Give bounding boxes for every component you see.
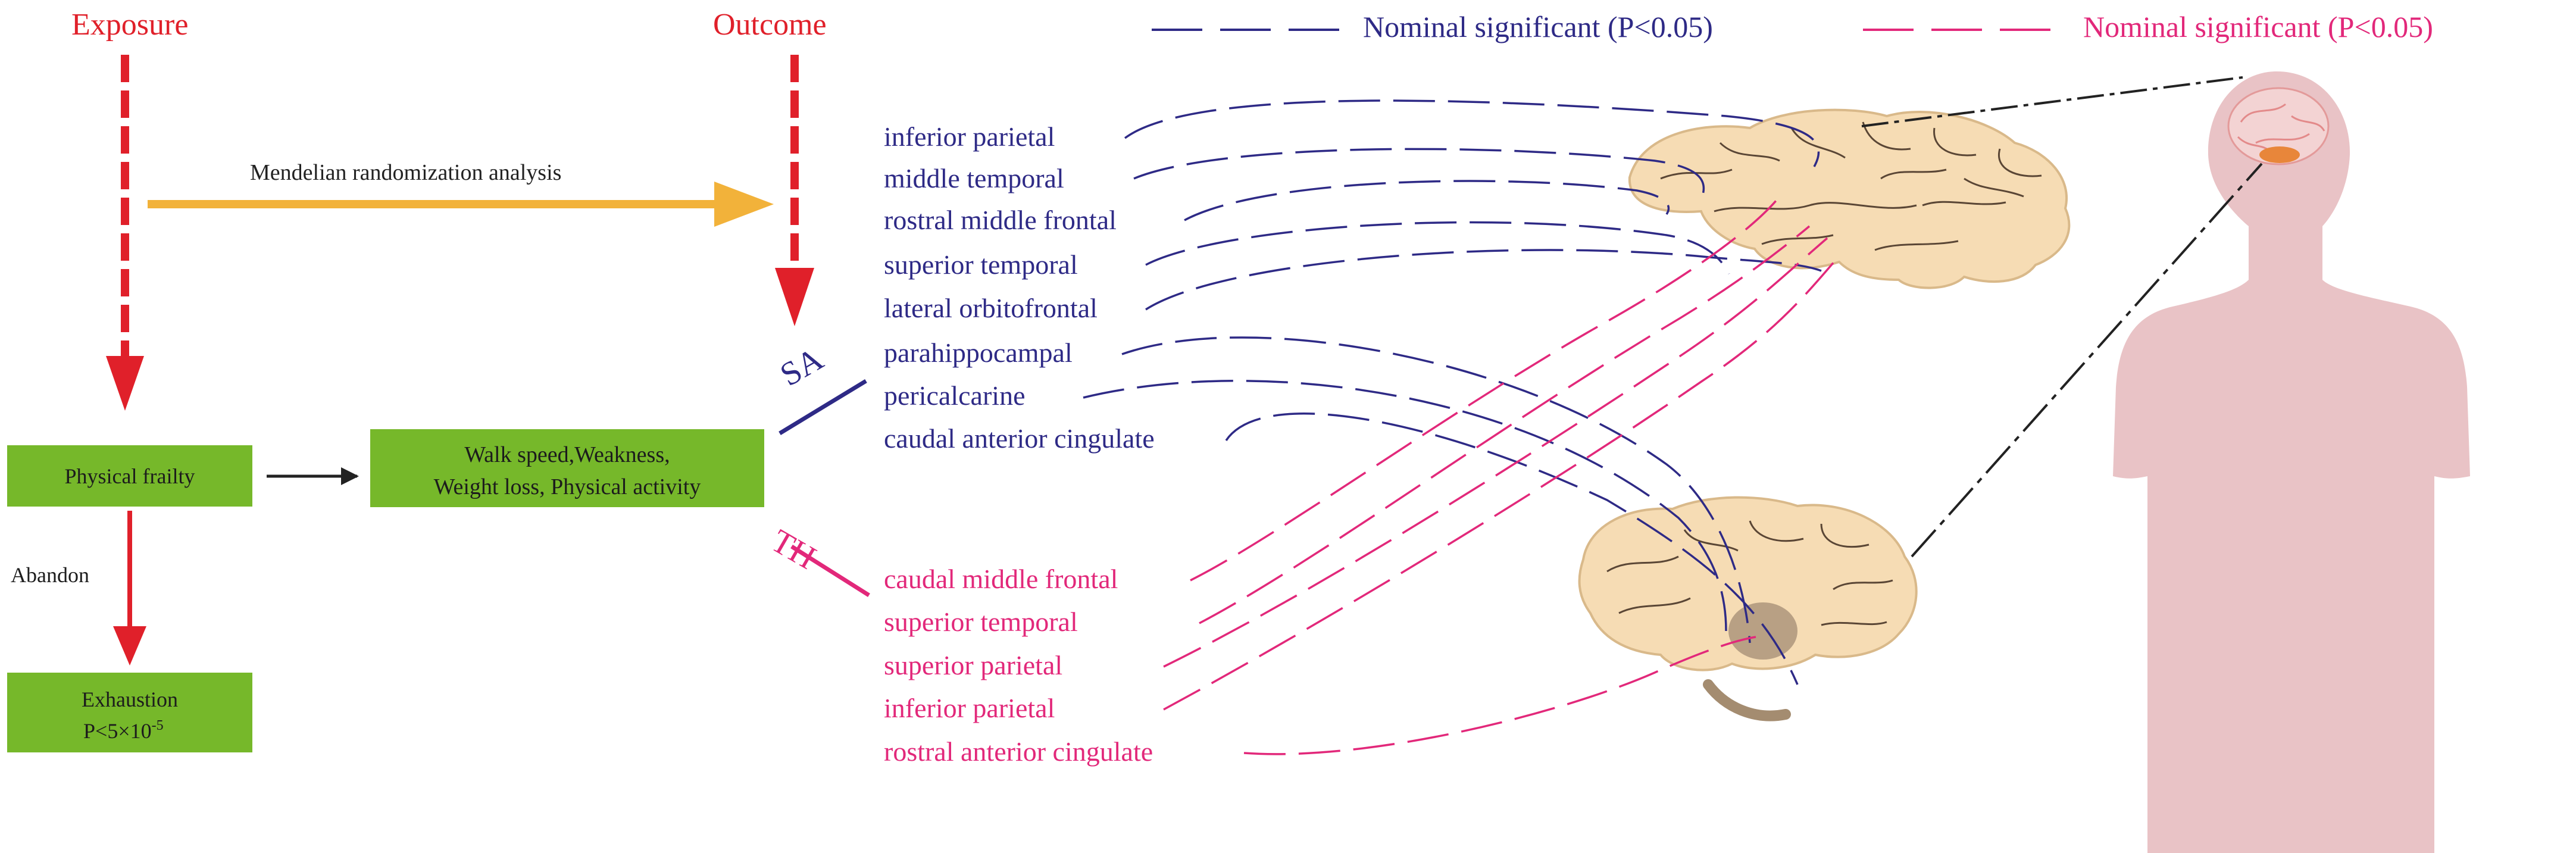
sa-connector-7: [1083, 380, 1727, 632]
th-connector-5: [1243, 636, 1756, 755]
th-region-label-2: superior temporal: [884, 607, 1078, 637]
human-silhouette-icon: [2113, 71, 2470, 853]
sa-region-label-3: rostral middle frontal: [884, 205, 1117, 235]
sa-connector-2: [1133, 148, 1705, 197]
mr-arrowhead: [714, 182, 774, 227]
sa-group-label: SA: [774, 340, 830, 393]
physical-frailty-label: Physical frailty: [65, 464, 195, 488]
abandon-label: Abandon: [11, 563, 89, 587]
th-bracket: [790, 545, 870, 597]
th-connector-4: [1163, 255, 1840, 711]
abandon-arrowhead: [113, 626, 146, 665]
sa-connector-1: [1124, 99, 1820, 167]
outcome-arrowhead: [775, 268, 814, 326]
sa-connector-4: [1145, 221, 1730, 274]
sa-region-labels: inferior parietal middle temporal rostral …: [884, 121, 1155, 454]
th-region-label-5: rostral anterior cingulate: [884, 736, 1153, 767]
leader-line-medial: [1911, 163, 2263, 558]
legend-blue-label: Nominal significant (P<0.05): [1363, 10, 1713, 43]
th-region-label-1: caudal middle frontal: [884, 564, 1118, 594]
legend-pink-label: Nominal significant (P<0.05): [2083, 10, 2433, 43]
exposure-arrowhead: [106, 356, 144, 411]
th-region-labels: caudal middle frontal superior temporal su…: [884, 564, 1153, 767]
sa-region-label-6: parahippocampal: [884, 338, 1073, 368]
sa-region-label-4: superior temporal: [884, 249, 1078, 280]
components-line1: Walk speed,Weakness,: [464, 442, 670, 467]
physical-frailty-box: [7, 445, 252, 507]
th-region-label-4: inferior parietal: [884, 693, 1055, 723]
connector-curves: [1083, 99, 1840, 755]
sa-region-label-2: middle temporal: [884, 163, 1064, 193]
sa-region-label-5: lateral orbitofrontal: [884, 293, 1098, 323]
th-region-label-3: superior parietal: [884, 650, 1062, 680]
th-connector-2: [1199, 225, 1811, 624]
sa-bracket: [779, 379, 867, 435]
sa-region-label-7: pericalcarine: [884, 380, 1025, 411]
th-connector-3: [1163, 237, 1828, 668]
sa-connector-6: [1121, 336, 1751, 643]
exhaustion-box: [7, 673, 252, 752]
lateral-brain-icon: [1628, 108, 2071, 289]
sa-connector-3: [1184, 180, 1670, 221]
outcome-header: Outcome: [713, 8, 827, 42]
components-line2: Weight loss, Physical activity: [434, 474, 701, 499]
sa-connector-8: [1225, 413, 1799, 685]
sa-region-label-1: inferior parietal: [884, 121, 1055, 152]
frailty-components-box: [370, 429, 764, 507]
exposure-header: Exposure: [71, 8, 188, 42]
exhaustion-label: Exhaustion: [82, 688, 178, 711]
mr-label: Mendelian randomization analysis: [250, 160, 561, 185]
sa-region-label-8: caudal anterior cingulate: [884, 423, 1155, 454]
leader-line-lateral: [1861, 76, 2243, 127]
threshold-label: P<5×10-5: [83, 718, 164, 743]
sa-connector-5: [1145, 249, 1822, 311]
